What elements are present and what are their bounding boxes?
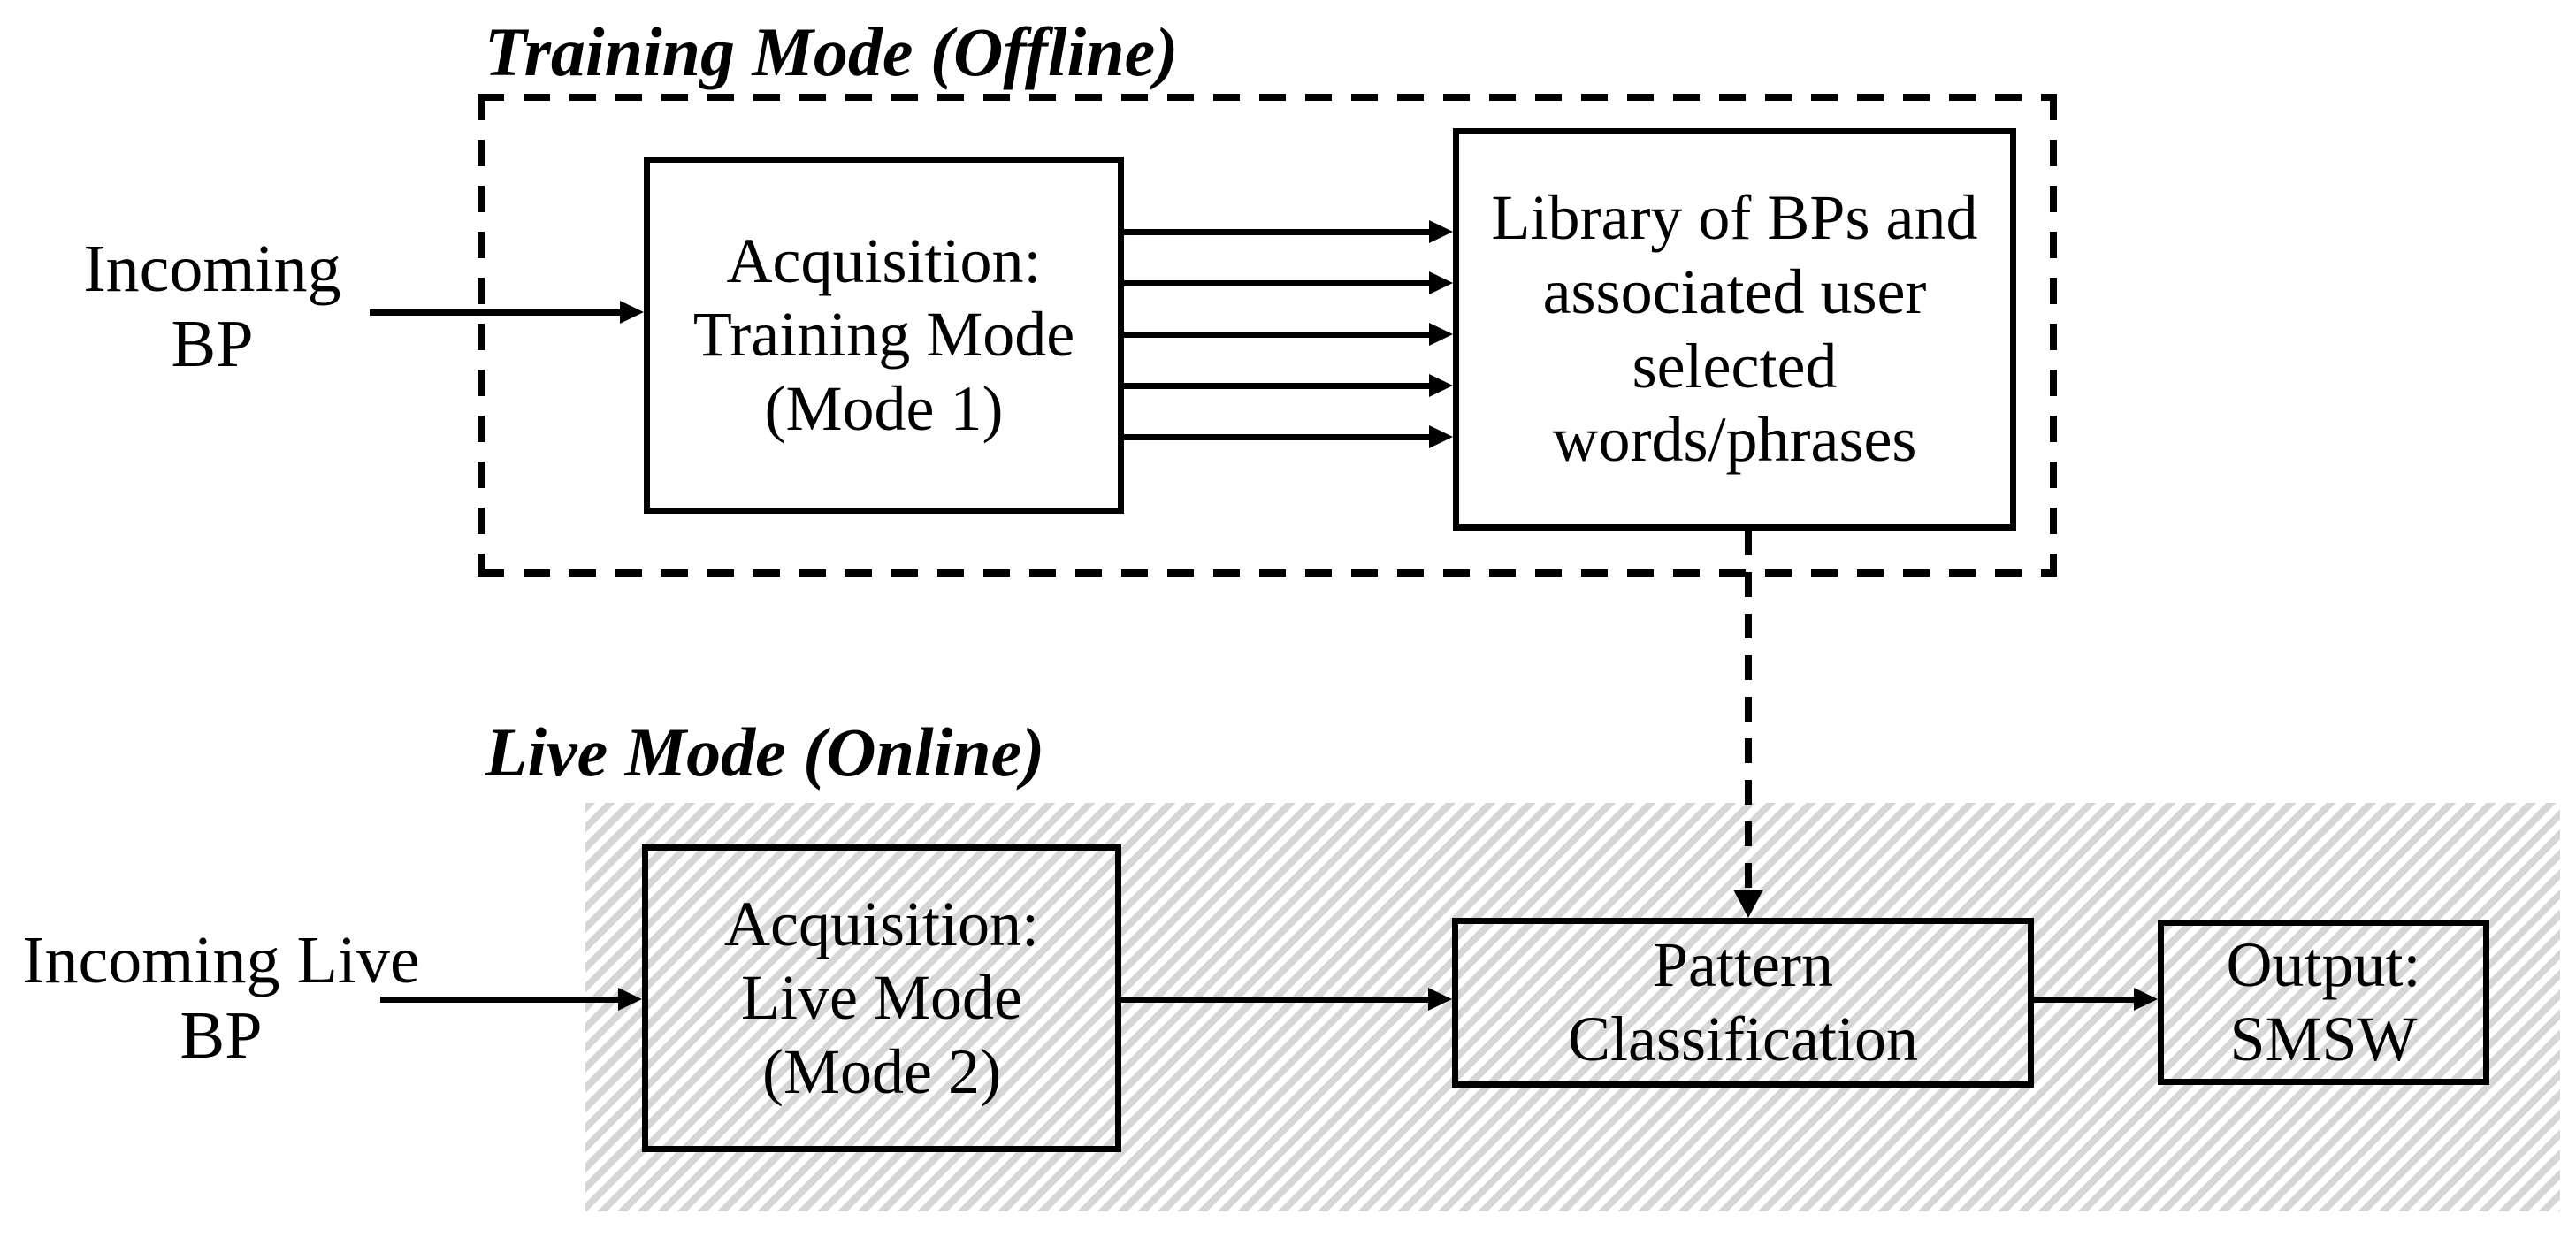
arrow-shaft	[1123, 434, 1435, 440]
dashed-border-left-icon	[478, 94, 485, 577]
dashed-border-right-icon	[2050, 94, 2057, 577]
arrowhead-right-icon	[2134, 988, 2158, 1011]
pattern-classification-text: Pattern Classification	[1568, 929, 1918, 1074]
arrow-live-to-classification	[1121, 985, 1452, 1013]
dashed-border-top-icon	[478, 94, 2057, 101]
arrowhead-right-icon	[620, 301, 644, 324]
acquisition-training-mode-box: Acquisition: Training Mode (Mode 1)	[644, 157, 1124, 514]
arrow-training-to-library-2	[1123, 269, 1453, 297]
arrow-training-to-library-1	[1123, 218, 1453, 246]
arrow-shaft	[370, 309, 626, 316]
arrow-incoming-live-bp	[380, 985, 642, 1013]
arrowhead-right-icon	[1429, 323, 1453, 346]
arrowhead-right-icon	[1429, 374, 1453, 397]
dashed-border-bottom-icon	[478, 569, 2057, 577]
library-box: Library of BPs and associated user selec…	[1453, 128, 2016, 531]
dashed-arrow-library-to-classification	[1733, 531, 1763, 918]
arrowhead-down-icon	[1733, 890, 1763, 918]
pattern-classification-box: Pattern Classification	[1452, 918, 2034, 1088]
output-smsw-box: Output: SMSW	[2158, 920, 2489, 1085]
arrow-training-to-library-3	[1123, 320, 1453, 348]
arrow-shaft	[2034, 997, 2140, 1003]
arrow-shaft	[1123, 280, 1435, 286]
arrow-shaft	[1123, 229, 1435, 235]
live-mode-title: Live Mode (Online)	[485, 714, 1045, 791]
arrowhead-right-icon	[1429, 425, 1453, 448]
arrow-incoming-bp	[370, 298, 644, 326]
training-region-boundary	[478, 94, 2057, 577]
arrow-shaft	[1123, 383, 1435, 389]
arrow-training-to-library-5	[1123, 423, 1453, 451]
live-region-hatch	[585, 803, 2560, 1211]
incoming-bp-label: Incoming BP	[83, 232, 341, 382]
acquisition-live-mode-text: Acquisition: Live Mode (Mode 2)	[724, 888, 1039, 1107]
incoming-live-bp-label: Incoming Live BP	[22, 923, 420, 1073]
output-smsw-text: Output: SMSW	[2226, 928, 2421, 1074]
arrowhead-right-icon	[1428, 988, 1452, 1011]
arrow-shaft	[380, 997, 624, 1003]
arrow-classification-to-output	[2034, 985, 2158, 1013]
training-mode-title: Training Mode (Offline)	[484, 13, 1179, 90]
arrow-shaft	[1123, 332, 1435, 338]
acquisition-live-mode-box: Acquisition: Live Mode (Mode 2)	[642, 844, 1121, 1152]
arrowhead-right-icon	[1429, 220, 1453, 243]
library-box-text: Library of BPs and associated user selec…	[1491, 182, 1978, 476]
arrow-shaft	[1121, 997, 1434, 1003]
arrowhead-right-icon	[618, 988, 642, 1011]
dashed-arrow-shaft	[1745, 531, 1752, 893]
arrow-training-to-library-4	[1123, 371, 1453, 400]
acquisition-training-mode-text: Acquisition: Training Mode (Mode 1)	[692, 225, 1075, 444]
arrowhead-right-icon	[1429, 271, 1453, 294]
